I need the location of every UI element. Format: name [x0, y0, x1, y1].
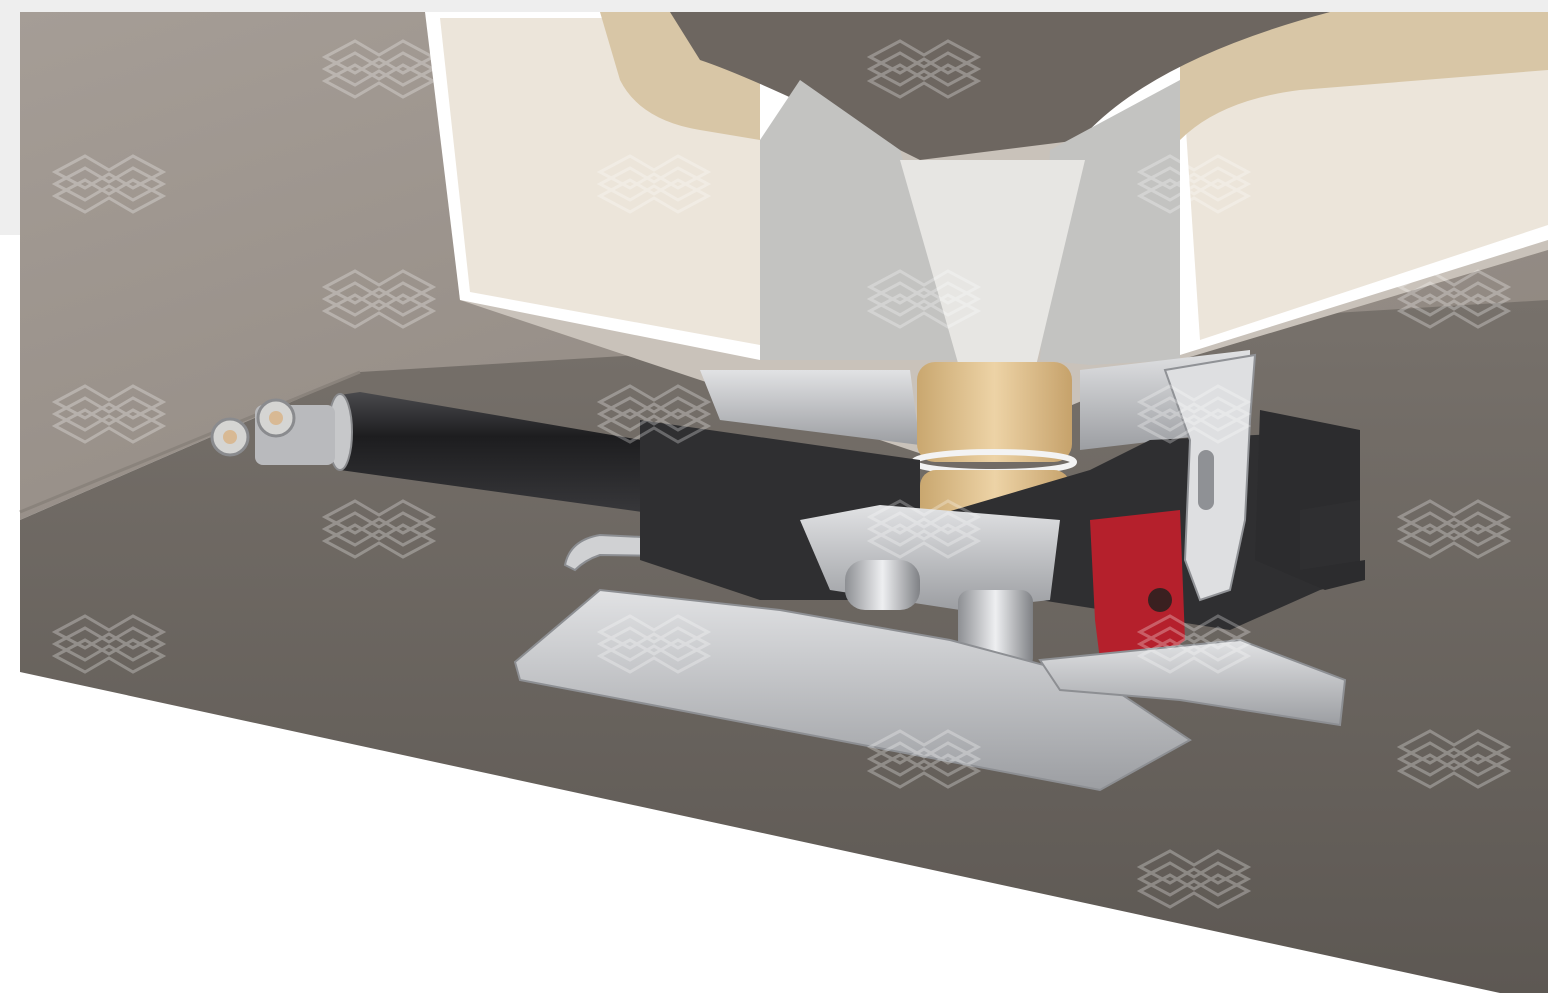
floor-edge-line: [19, 370, 361, 514]
refractory-tan-right: [1180, 12, 1548, 140]
ladle-cavity: [670, 12, 1330, 160]
refractory-inner-right: [1180, 40, 1548, 340]
insulation-right: [1040, 80, 1180, 365]
mounting-plate-left: [700, 370, 920, 445]
guide-roller: [845, 560, 920, 610]
clamp-bolt: [1148, 588, 1172, 612]
collector-nozzle-upper: [917, 362, 1072, 462]
end-block-right: [1255, 410, 1365, 590]
clamp-block-red: [1090, 510, 1185, 660]
hinge-slot: [1198, 450, 1214, 510]
nozzle-bore: [900, 160, 1085, 370]
hose-fitting-2-bore: [269, 411, 283, 425]
hydraulic-cylinder: [340, 392, 700, 520]
hose-fitting-1-bore: [223, 430, 237, 444]
